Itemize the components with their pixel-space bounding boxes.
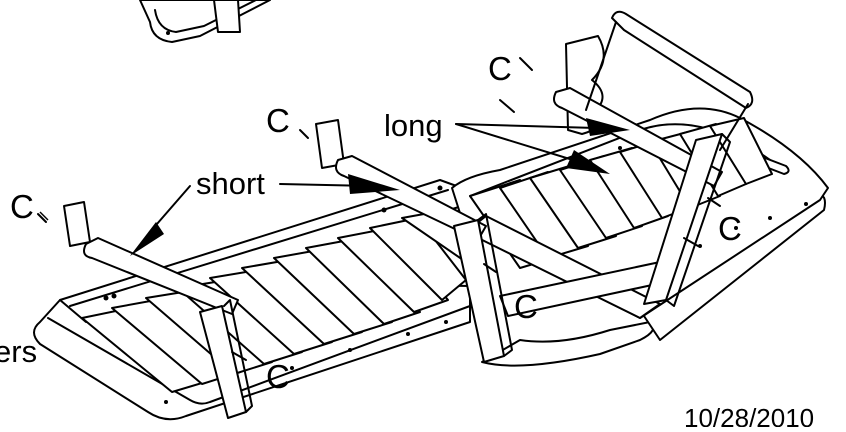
label-c-rear-right: C bbox=[718, 210, 742, 247]
label-ers: ers bbox=[0, 334, 37, 369]
date-stamp: 10/28/2010 bbox=[684, 403, 814, 427]
label-c-rear-top: C bbox=[488, 50, 512, 87]
label-long: long bbox=[384, 108, 443, 143]
callout-leaders bbox=[130, 118, 630, 256]
label-c-front: C bbox=[266, 358, 290, 395]
bench-seat bbox=[33, 179, 471, 421]
partial-view-fragment bbox=[139, 0, 271, 43]
rocker-seat bbox=[451, 107, 829, 367]
hardware-screws bbox=[37, 57, 721, 361]
label-short: short bbox=[196, 166, 265, 201]
label-c-center: C bbox=[514, 288, 538, 325]
label-c-middle: C bbox=[266, 102, 290, 139]
screw-holes-front bbox=[103, 185, 448, 404]
legs-and-arms bbox=[63, 10, 754, 419]
label-c-left: C bbox=[10, 188, 34, 225]
